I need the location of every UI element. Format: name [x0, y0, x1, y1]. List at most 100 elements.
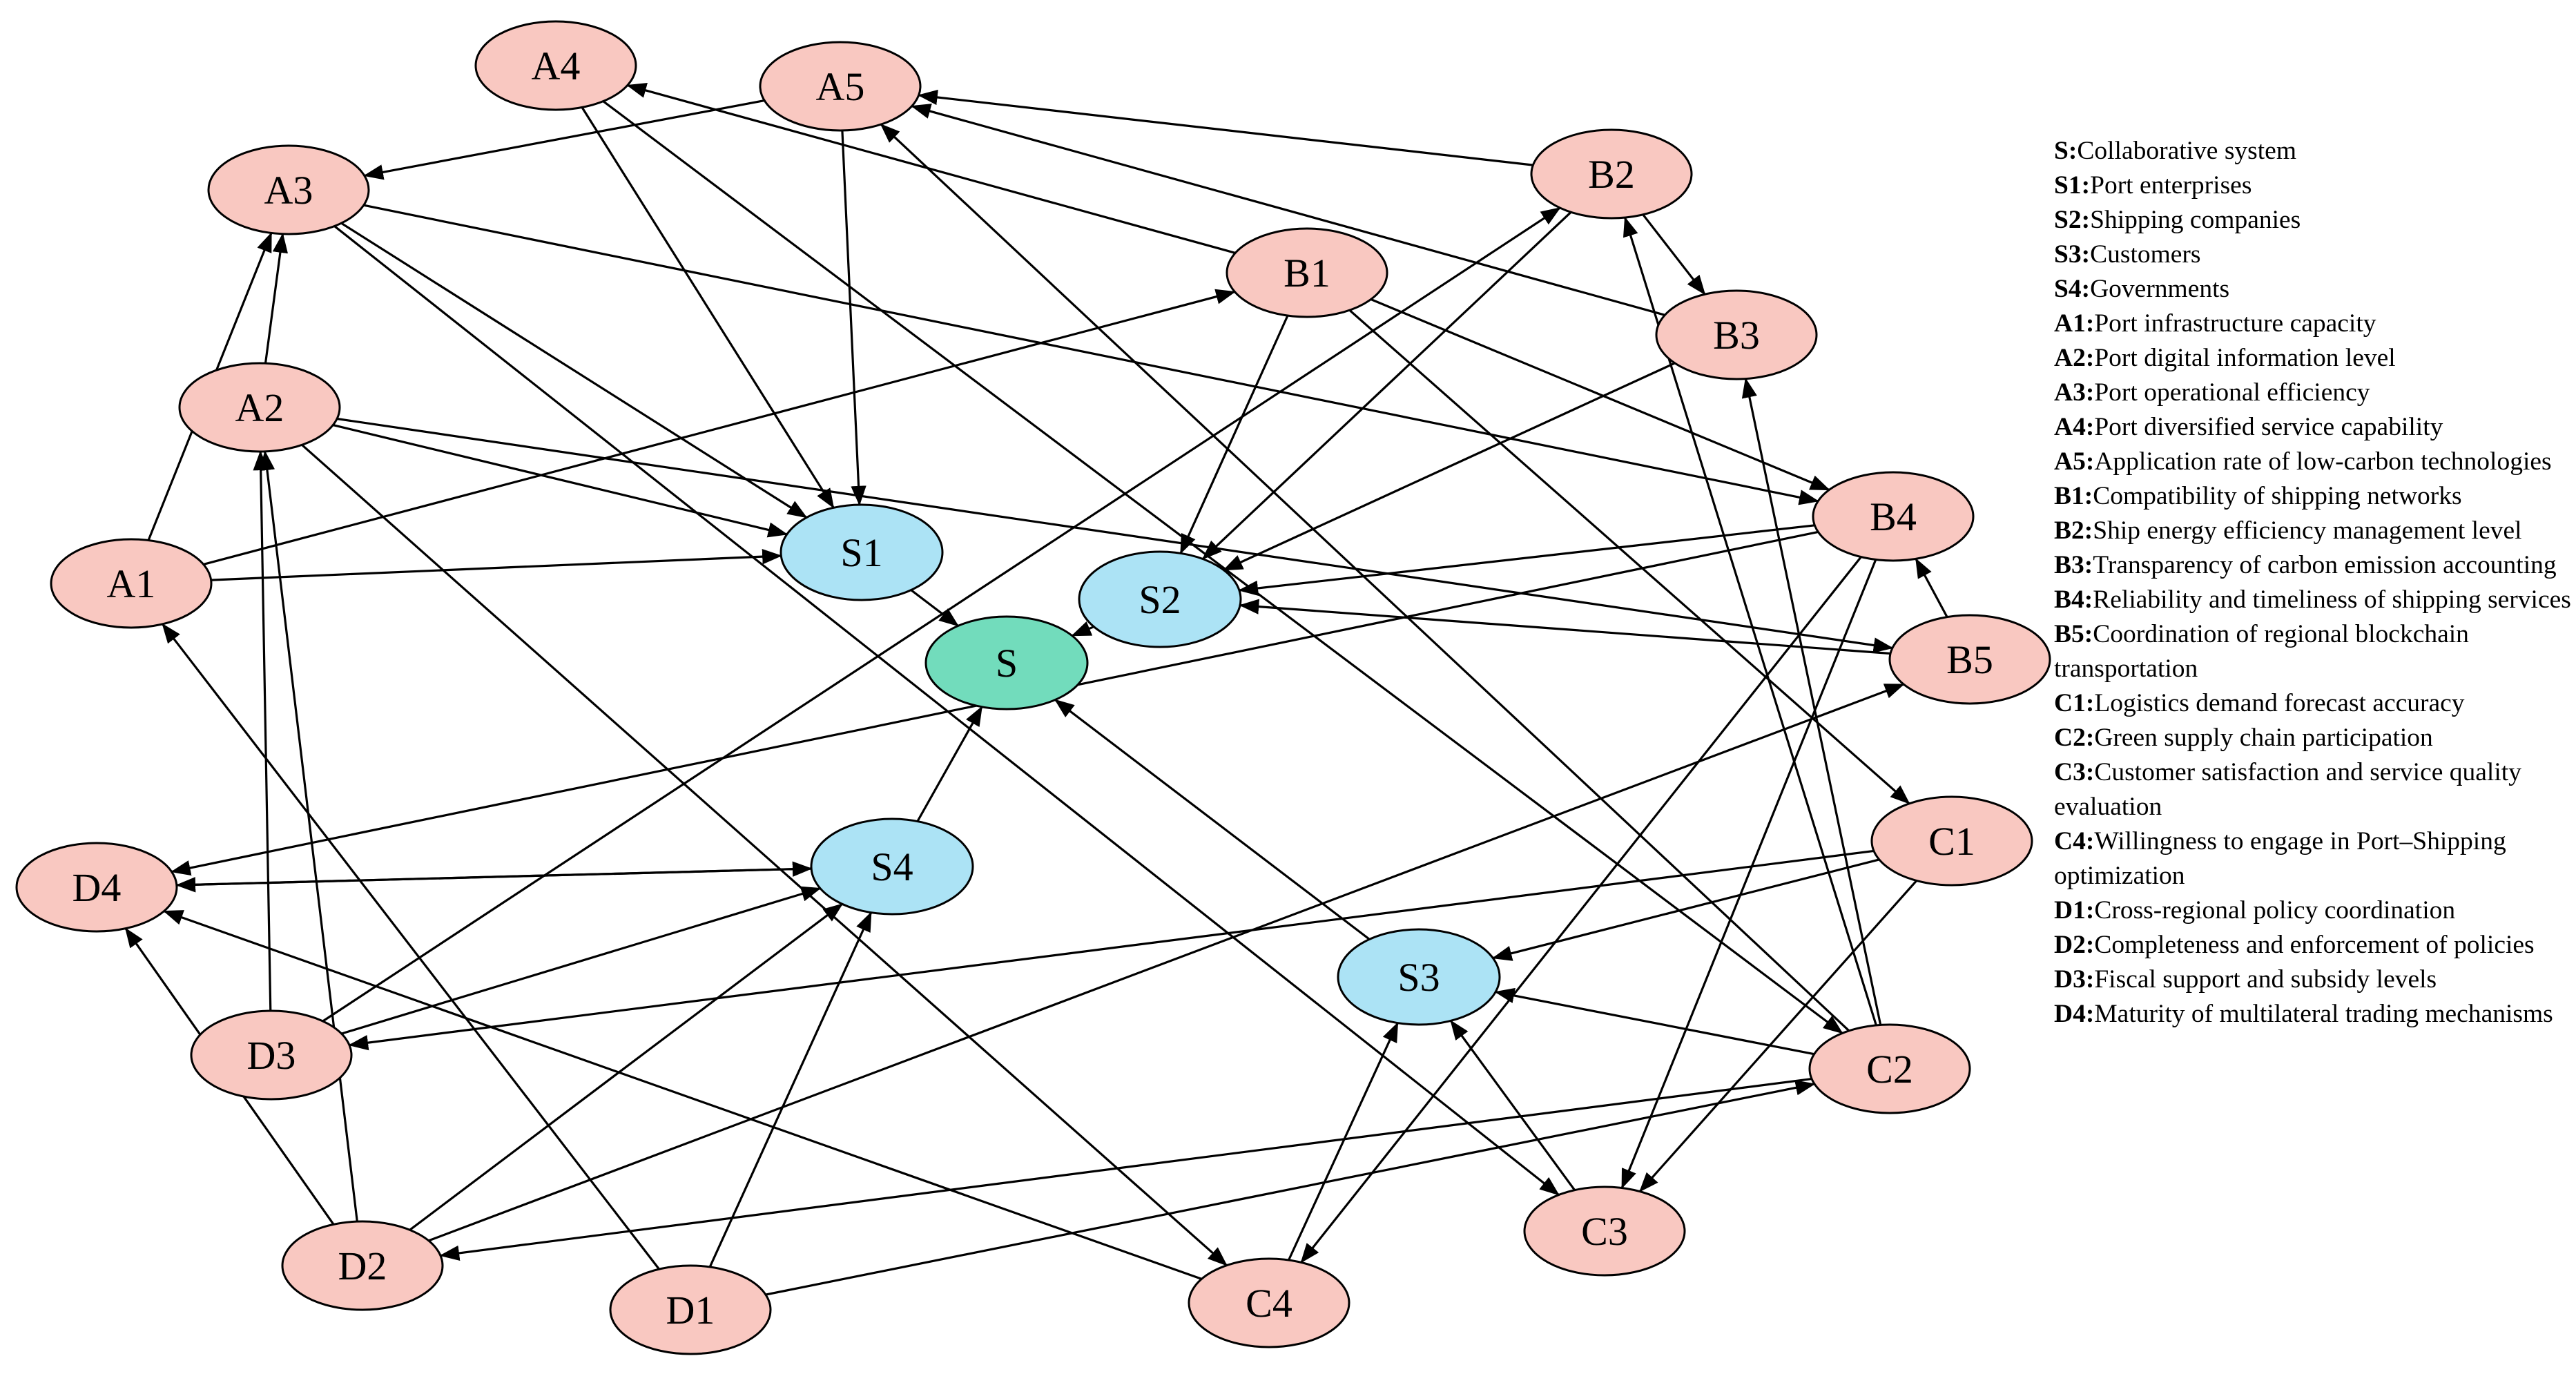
node-label-b1: B1	[1284, 251, 1330, 296]
node-a4: A4	[474, 20, 637, 111]
edge-c1-to-d3	[348, 849, 1875, 1051]
legend-item-d4: D4:Maturity of multilateral trading mech…	[2054, 997, 2576, 1032]
legend-item-a1: A1:Port infrastructure capacity	[2054, 307, 2576, 341]
node-shape-s3	[1337, 928, 1501, 1026]
legend-text: Shipping companies	[2090, 206, 2301, 234]
node-label-b4: B4	[1870, 494, 1917, 539]
legend-item-d2: D2:Completeness and enforcement of polic…	[2054, 928, 2576, 962]
node-s: S	[924, 615, 1089, 710]
legend-text: Completeness and enforcement of policies	[2094, 931, 2535, 959]
legend-key: B3:	[2054, 551, 2093, 579]
node-label-s: S	[996, 641, 1018, 686]
edge-b1-to-s2	[1179, 315, 1289, 554]
edge-c3-to-s3	[1450, 1020, 1576, 1191]
node-d4: D4	[15, 842, 178, 933]
edge-d3-to-s4	[341, 886, 822, 1035]
node-a3: A3	[207, 144, 370, 235]
edge-b1-to-b4	[1370, 298, 1830, 491]
node-label-b2: B2	[1588, 152, 1635, 197]
legend-text: Reliability and timeliness of shipping s…	[2093, 586, 2571, 614]
edge-d3-to-a2	[253, 450, 272, 1012]
node-shape-s2	[1078, 550, 1242, 648]
node-shape-c3	[1523, 1186, 1686, 1277]
node-label-c1: C1	[1928, 819, 1975, 864]
node-d2: D2	[281, 1220, 444, 1311]
legend-text: Cross-regional policy coordination	[2094, 896, 2456, 925]
edge-a2-to-a3	[264, 233, 289, 364]
node-label-s3: S3	[1397, 955, 1440, 1000]
legend-item-s1: S1:Port enterprises	[2054, 168, 2576, 203]
node-shape-d1	[609, 1264, 772, 1355]
node-label-b5: B5	[1946, 637, 1993, 682]
legend-key: S2:	[2054, 206, 2091, 234]
node-d1: D1	[609, 1264, 772, 1355]
edge-d1-to-a1	[162, 623, 660, 1270]
edge-d2-to-s4	[409, 903, 844, 1231]
edge-c2-to-b3	[1741, 378, 1882, 1025]
legend-key: S1:	[2054, 171, 2091, 200]
legend-item-s4: S4:Governments	[2054, 272, 2576, 307]
node-label-d1: D1	[666, 1288, 715, 1333]
node-b5: B5	[1888, 614, 2051, 705]
edge-b1-to-a4	[626, 83, 1236, 254]
node-shape-d2	[281, 1220, 444, 1311]
legend-item-b5: B5:Coordination of regional blockchain t…	[2054, 617, 2576, 686]
node-label-s4: S4	[871, 844, 913, 889]
node-shape-d4	[15, 842, 178, 933]
legend-item-s: S:Collaborative system	[2054, 134, 2576, 168]
legend-item-a4: A4:Port diversified service capability	[2054, 410, 2576, 445]
legend-key: A4:	[2054, 413, 2095, 441]
edge-a1-to-s1	[211, 548, 782, 581]
legend-item-s3: S3:Customers	[2054, 238, 2576, 272]
edge-b3-to-a5	[911, 104, 1665, 316]
node-b3: B3	[1655, 289, 1818, 380]
legend-item-b4: B4:Reliability and timeliness of shippin…	[2054, 583, 2576, 617]
node-label-d4: D4	[72, 865, 122, 910]
node-label-s1: S1	[840, 530, 882, 575]
node-b2: B2	[1530, 128, 1693, 220]
legend-text: Maturity of multilateral trading mechani…	[2094, 1000, 2553, 1028]
legend-key: S4:	[2054, 275, 2091, 303]
edge-d3-to-b2	[322, 206, 1561, 1023]
legend-text: Transparency of carbon emission accounti…	[2093, 551, 2557, 579]
node-shape-s1	[779, 503, 944, 601]
edge-a1-to-b1	[203, 289, 1236, 565]
legend-item-c3: C3:Customer satisfaction and service qua…	[2054, 755, 2576, 824]
edge-c2-to-a5	[880, 123, 1850, 1032]
legend-key: A1:	[2054, 309, 2095, 338]
node-label-c3: C3	[1581, 1209, 1628, 1254]
edge-s1-to-s	[910, 589, 959, 627]
edge-b4-to-c3	[1620, 559, 1877, 1189]
legend-item-s2: S2:Shipping companies	[2054, 203, 2576, 238]
legend-item-d1: D1:Cross-regional policy coordination	[2054, 893, 2576, 928]
node-b4: B4	[1812, 471, 1975, 562]
node-shape-c4	[1188, 1257, 1350, 1348]
legend-text: Customers	[2090, 240, 2201, 269]
edge-c4-to-s3	[1288, 1022, 1399, 1261]
node-label-c2: C2	[1866, 1047, 1913, 1092]
node-label-a5: A5	[816, 64, 865, 109]
edges-layer	[124, 83, 1948, 1296]
edge-a5-to-a3	[363, 99, 765, 180]
node-label-a2: A2	[235, 385, 284, 430]
legend-key: C1:	[2054, 689, 2095, 717]
node-shape-d3	[190, 1009, 353, 1101]
legend-key: S:	[2054, 137, 2078, 165]
node-shape-c2	[1808, 1023, 1971, 1114]
edge-s2-to-s	[1071, 621, 1094, 637]
node-shape-b4	[1812, 471, 1975, 562]
legend-item-d3: D3:Fiscal support and subsidy levels	[2054, 962, 2576, 997]
node-label-d2: D2	[338, 1244, 387, 1288]
edge-a3-to-b4	[363, 204, 1819, 505]
node-label-a3: A3	[264, 168, 313, 213]
legend-key: A3:	[2054, 378, 2095, 407]
node-shape-b3	[1655, 289, 1818, 380]
legend-text: Port digital information level	[2094, 344, 2396, 372]
legend-item-b2: B2:Ship energy efficiency management lev…	[2054, 514, 2576, 548]
edge-c1-to-c3	[1638, 880, 1918, 1192]
legend-text: Green supply chain participation	[2094, 724, 2433, 752]
node-c1: C1	[1870, 795, 2033, 887]
